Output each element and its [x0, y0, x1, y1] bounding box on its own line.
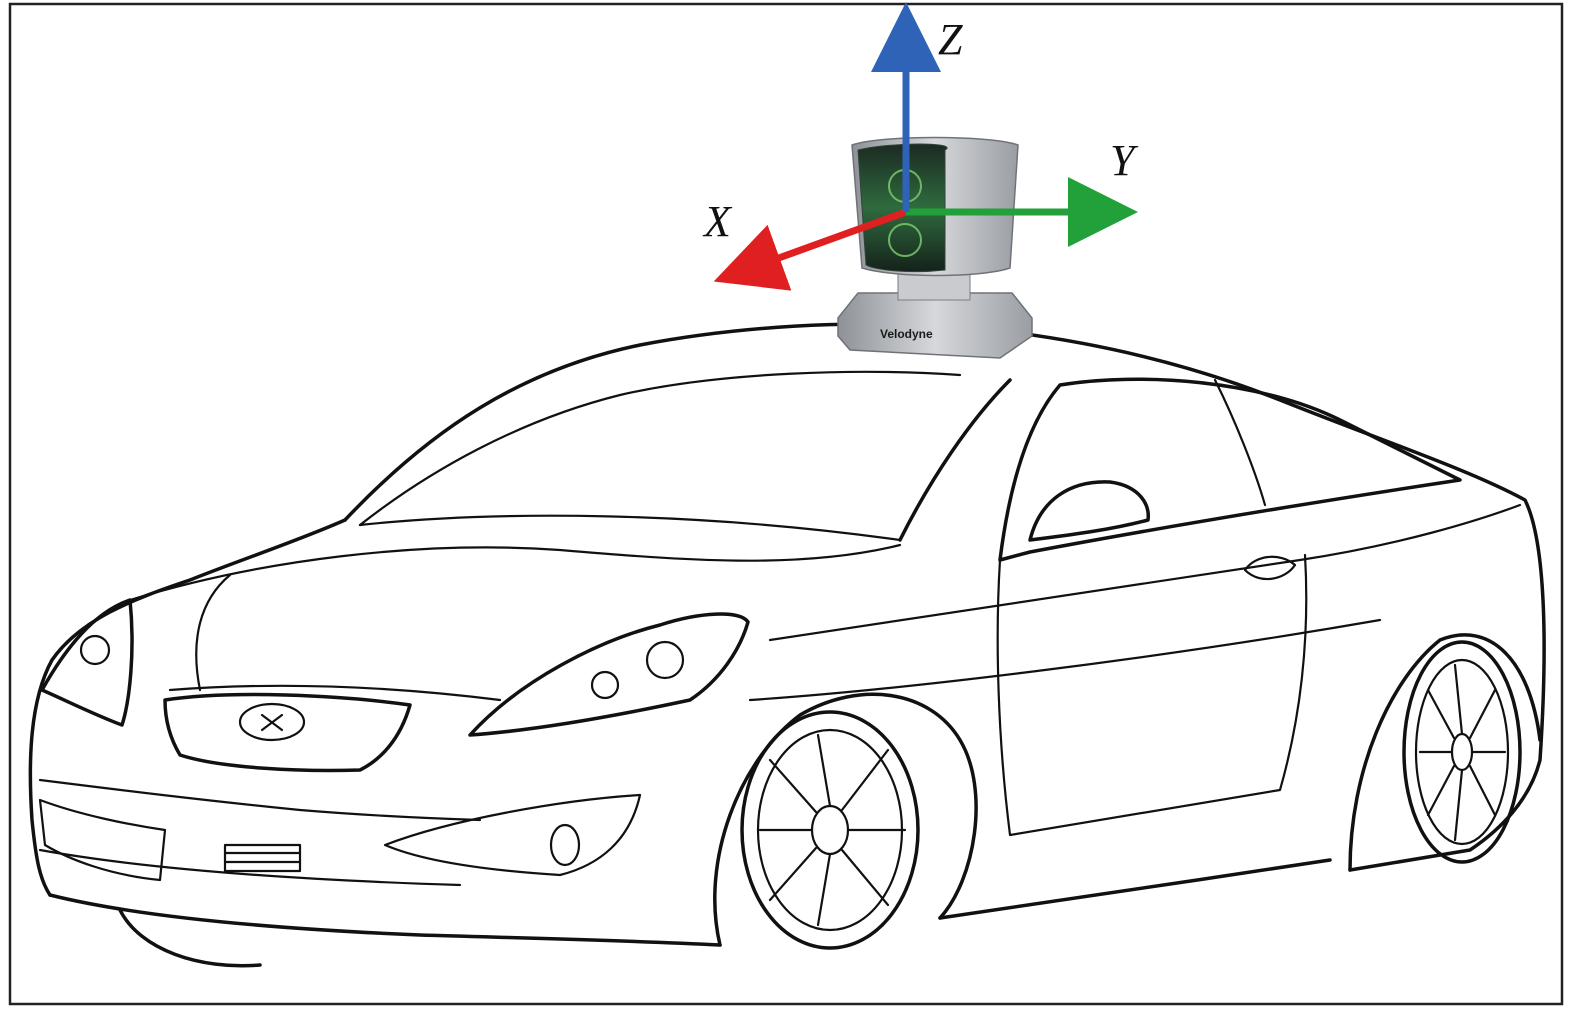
- lidar-sensor-icon: Velodyne: [837, 136, 1033, 359]
- front-wheel: [713, 692, 978, 950]
- coordinate-axes: X Y Z: [702, 2, 1139, 291]
- x-axis-label: X: [702, 197, 733, 246]
- x-axis-arrow: [713, 208, 908, 291]
- car-logo-icon: [238, 702, 306, 742]
- z-axis-label: Z: [938, 15, 963, 64]
- car-line-drawing-icon: [28, 322, 1546, 968]
- rear-wheel: [1348, 633, 1542, 872]
- frame-border: [8, 2, 1564, 1006]
- sensor-brand-label: Velodyne: [880, 327, 933, 341]
- y-axis-label: Y: [1110, 136, 1139, 185]
